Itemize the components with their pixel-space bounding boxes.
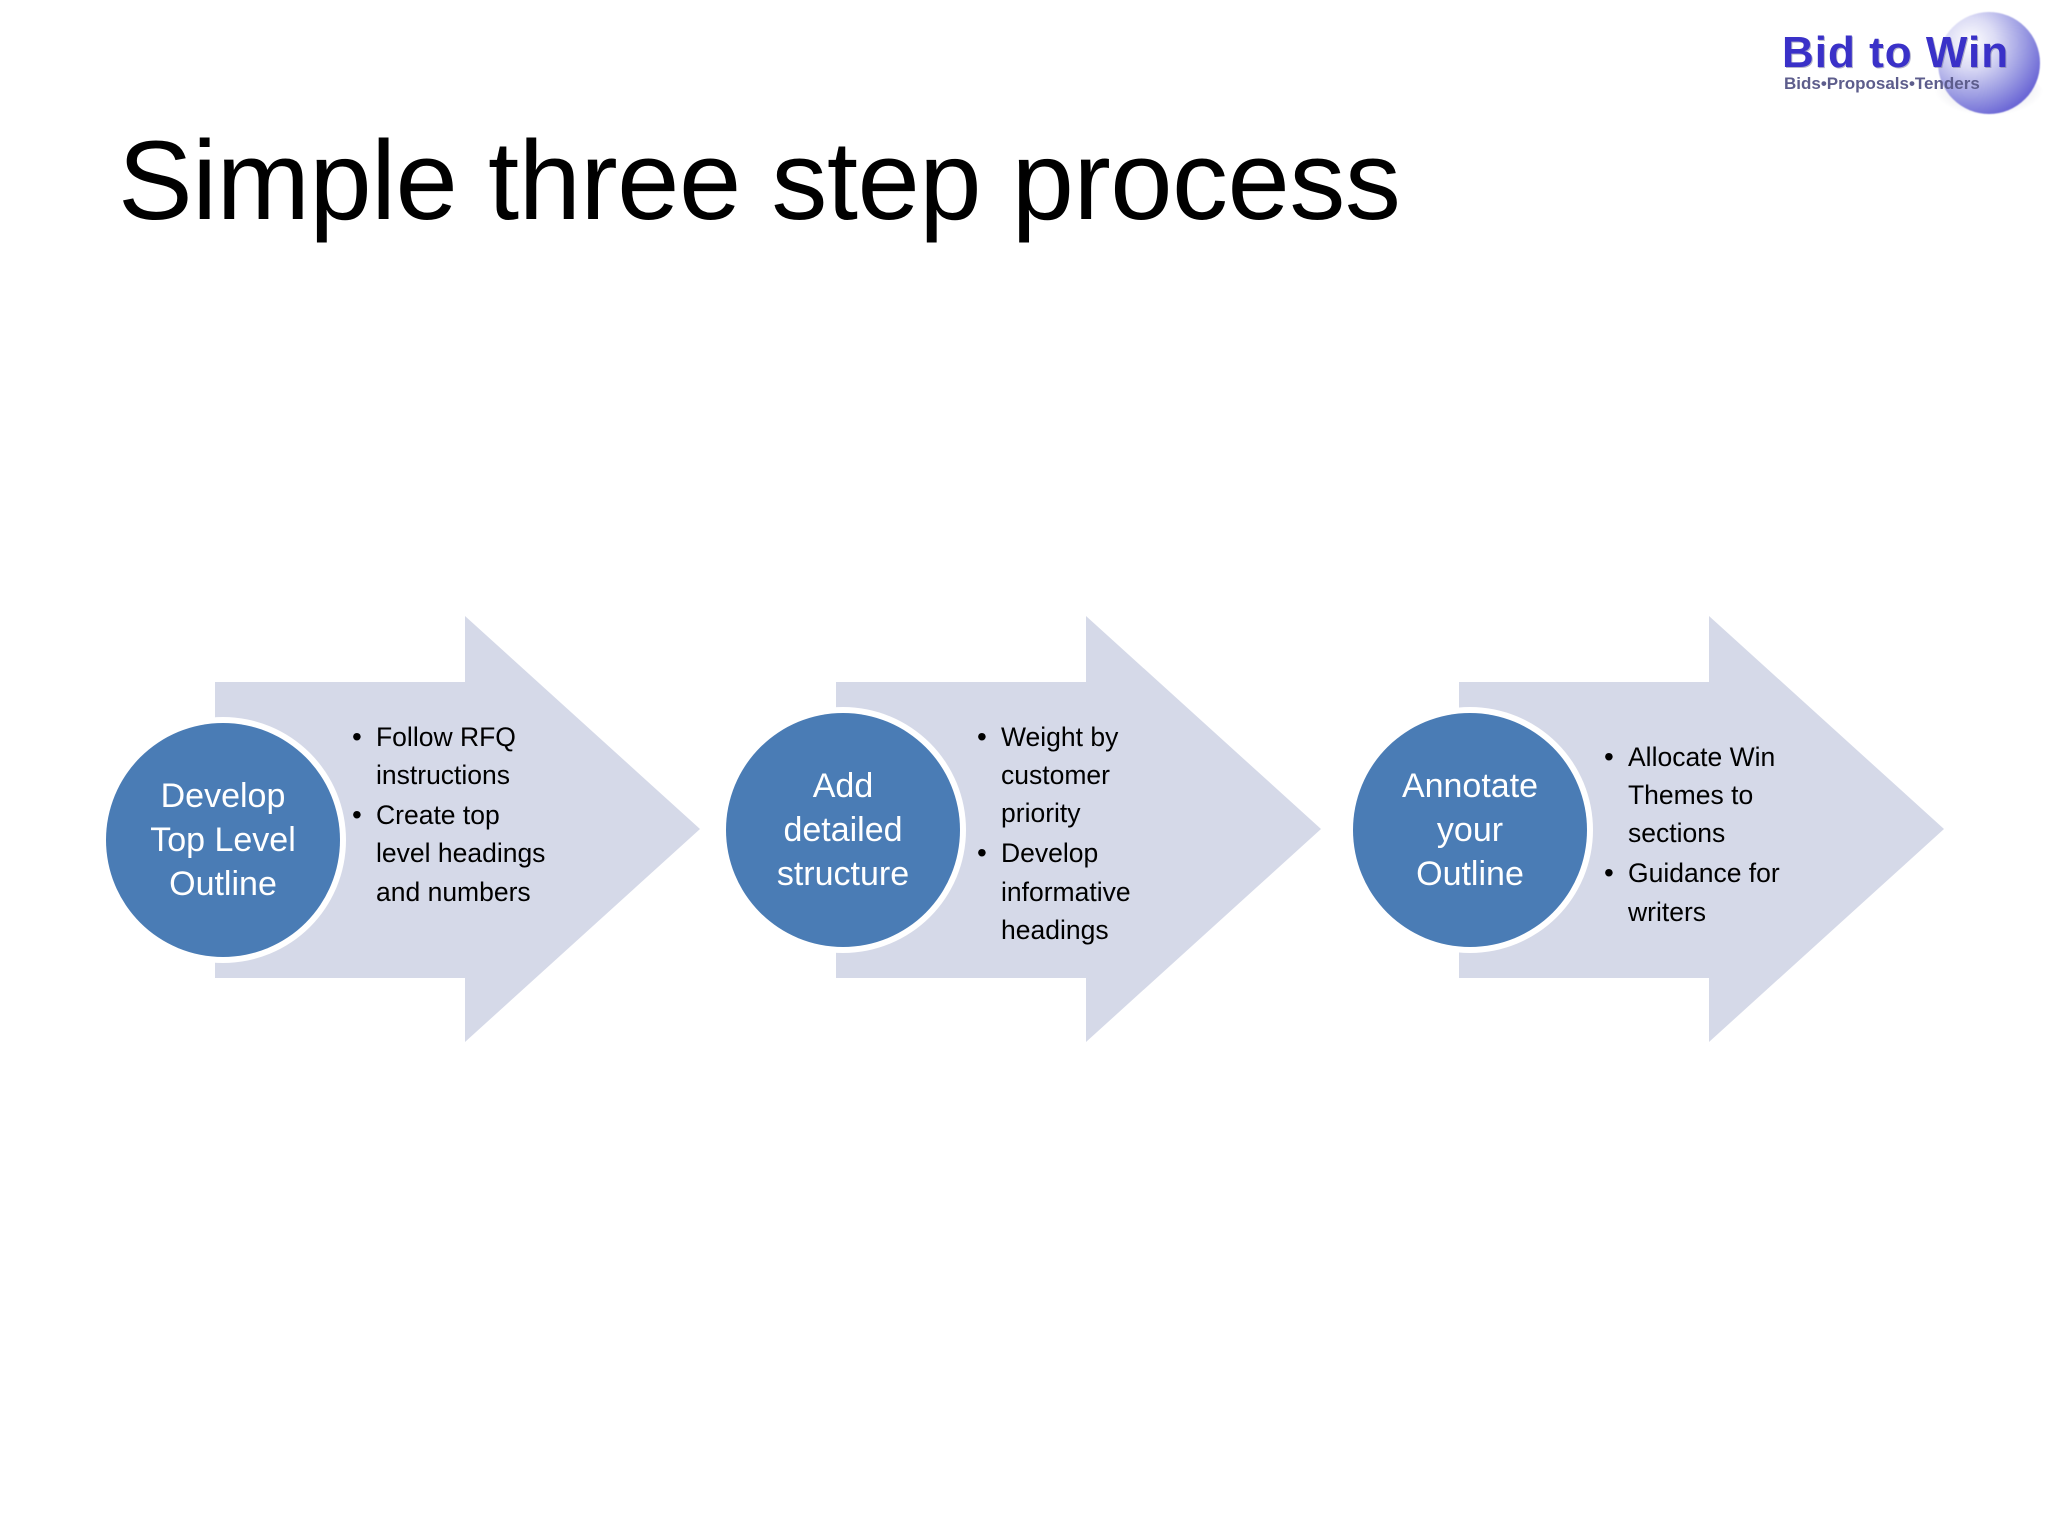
logo-sphere-icon — [1938, 12, 2040, 114]
step3-line2: your — [1436, 810, 1504, 849]
step-circle-2[interactable]: Add detailed structure — [726, 713, 960, 947]
step-1-bullet-list: Follow RFQ instructions Create top level… — [350, 717, 560, 913]
step3-line1: Annotate — [1401, 766, 1539, 805]
step-3-bullet-list: Allocate Win Themes to sections Guidance… — [1602, 737, 1807, 933]
step3-line3: Outline — [1416, 855, 1524, 894]
step-circle-3[interactable]: Annotate your Outline — [1353, 713, 1587, 947]
step-circle-2-label: Add detailed structure — [777, 764, 909, 897]
step-circle-3-label: Annotate your Outline — [1402, 764, 1538, 897]
step2-line2: detailed — [783, 810, 903, 849]
step1-line3: Outline — [169, 865, 277, 904]
page-title: Simple three step process — [118, 118, 1401, 243]
list-item: Guidance for writers — [1602, 853, 1807, 930]
list-item: Weight by customer priority — [975, 717, 1155, 832]
step1-line2: Top Level — [150, 820, 296, 859]
step-circle-1-label: Develop Top Level Outline — [150, 774, 296, 907]
logo-tagline: Bids•Proposals•Tenders — [1784, 74, 1980, 93]
list-item: Follow RFQ instructions — [350, 717, 560, 794]
logo-wordmark: Bid to Win — [1782, 28, 2010, 77]
list-item: Develop informative headings — [975, 833, 1155, 948]
list-item: Create top level headings and numbers — [350, 795, 560, 910]
step-2-bullet-list: Weight by customer priority Develop info… — [975, 717, 1155, 951]
step2-line1: Add — [812, 766, 874, 805]
brand-logo: Bid to Win Bids•Proposals•Tenders — [1770, 6, 2048, 124]
step1-line1: Develop — [160, 776, 286, 815]
list-item: Allocate Win Themes to sections — [1602, 737, 1807, 852]
step2-line3: structure — [776, 855, 910, 894]
step-circle-1[interactable]: Develop Top Level Outline — [106, 723, 340, 957]
